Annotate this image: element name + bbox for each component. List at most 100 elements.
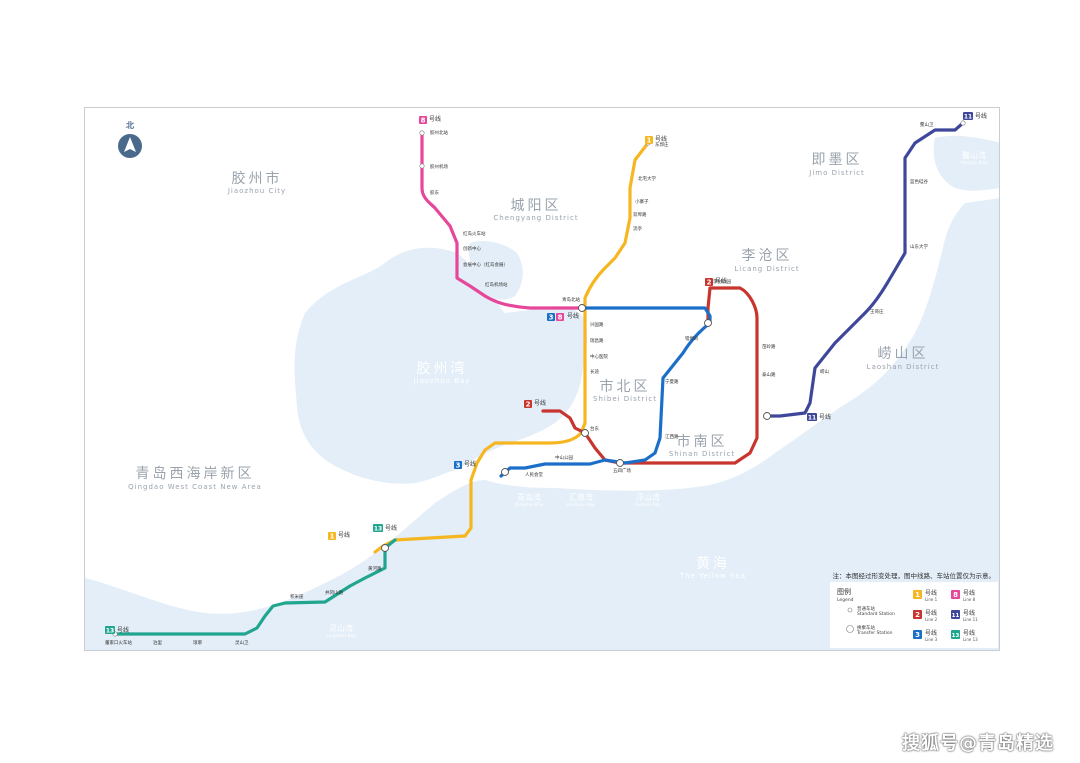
legend-line-13-swatch (951, 630, 960, 639)
jiaozhou-bay-label-en: Jiaozhou Bay (413, 377, 471, 385)
line-11-path (765, 121, 965, 418)
jiaozhou-bay-label: 胶州湾 (417, 360, 468, 377)
legend-transfer-cn: 换乘车站 (857, 624, 875, 631)
line-1-path (373, 141, 650, 554)
station-label: 北宅大学 (638, 175, 656, 182)
line-8-badge-2-num: 8 (558, 314, 563, 322)
station-label: 宁夏路 (665, 378, 679, 385)
station-label: 错埠岭 (685, 335, 699, 342)
legend-transfer-station-icon (846, 625, 854, 633)
map-note: 注：本图经过形变处理，图中线路、车站位置仅为示意。 (833, 571, 996, 580)
legend-line-11-cn: 号线 (963, 609, 975, 617)
legend-line-13-num: 13 (952, 633, 960, 639)
station-label: 董家口火车站 (105, 639, 132, 646)
line-11-badge (963, 112, 973, 120)
region-westcoast: 青岛西海岸新区 (136, 466, 255, 482)
station-label: 胶州机场 (430, 163, 448, 170)
region-jiaozhou-en: Jiaozhou City (227, 187, 286, 195)
north-arrow: 北 (118, 120, 142, 158)
station-label: 台东 (590, 425, 599, 432)
station-aoshanwei[interactable] (960, 120, 966, 126)
station-airport[interactable] (419, 163, 425, 169)
legend-line-3-cn: 号线 (925, 629, 937, 637)
transfer-station-miaoling[interactable] (763, 412, 771, 420)
station-label: 青岛北站 (562, 296, 580, 303)
metro-lines (113, 121, 965, 636)
region-laoshan: 崂山区 (878, 346, 929, 362)
legend-line-8-en: Line 8 (963, 597, 976, 602)
station-label: 创新中心 (463, 245, 481, 252)
yellow-sea-water (85, 198, 999, 650)
station-label: 崂山 (820, 368, 829, 375)
legend-line-8-cn: 号线 (963, 589, 975, 597)
line-8-badge-2 (556, 313, 564, 321)
aoshan-bay-water (933, 135, 999, 191)
station-label: 积米崖 (290, 593, 304, 600)
legend-line-11-swatch (951, 610, 960, 619)
station-label: 王哥庄 (870, 308, 884, 315)
huiquan-bay-label-en: Huiquan Bay (567, 502, 596, 508)
station-label: 双埠路 (633, 211, 647, 218)
line-11-badge-2-cn: 号线 (819, 413, 831, 421)
station-label: 泰山路 (762, 371, 776, 378)
line-8-badge-cn: 号线 (429, 115, 441, 123)
transfer-station-wusi-square[interactable] (616, 459, 624, 467)
region-shibei-en: Shibei District (593, 395, 657, 403)
line-3-badge (547, 313, 555, 321)
line-11-badge-num: 11 (964, 114, 972, 121)
line-3-badge-2 (454, 461, 462, 469)
legend-line-1-num: 1 (915, 591, 920, 599)
line-3-badge-2-num: 3 (456, 462, 461, 470)
line-13-path (113, 538, 397, 636)
legend-line-2-cn: 号线 (925, 609, 937, 617)
station-label: 中山公园 (555, 454, 573, 461)
station-label: 红岛火车站 (463, 230, 486, 237)
line-13-badge-2 (105, 626, 115, 634)
line-2-badge-cn: 号线 (715, 277, 727, 285)
legend-title-en: Legend (837, 597, 854, 603)
line-2-badge-2 (524, 400, 532, 408)
line-2-path (541, 286, 759, 465)
line-1-badge-2 (328, 532, 336, 540)
legend-line-1-swatch (913, 590, 922, 599)
station-label: 李村公园 (713, 278, 731, 285)
region-licang: 李沧区 (742, 247, 793, 264)
water-areas (85, 135, 999, 650)
transfer-station-west-coast[interactable] (381, 544, 389, 552)
jiaozhou-bay-water (294, 247, 588, 484)
transfer-station-licun[interactable] (704, 319, 712, 327)
transfer-station-qingdao[interactable] (501, 468, 509, 476)
legend-line-13-cn: 号线 (963, 629, 975, 637)
station-label: 长途 (590, 368, 599, 375)
huiquan-bay-label: 汇泉湾 (569, 492, 593, 502)
station-label: 红岛机场站 (485, 281, 508, 288)
legend-standard-cn: 普通车站 (857, 605, 875, 612)
region-jiaozhou: 胶州市 (232, 170, 283, 187)
station-label: 琅琊 (193, 639, 202, 646)
line-3-badge-num: 3 (549, 314, 554, 322)
legend-line-8-swatch (951, 590, 960, 599)
legend-line-3-swatch (913, 630, 922, 639)
line-1-badge-cn: 号线 (655, 135, 667, 143)
station-label: 苗岭路 (762, 343, 776, 350)
transfer-station-taidong[interactable] (581, 429, 589, 437)
laoshan-bay-water (943, 262, 999, 387)
legend-transfer-en: Transfer Station (856, 630, 893, 636)
station-label: 五四广场 (613, 467, 631, 474)
region-jimo-en: Jimo District (808, 169, 864, 177)
station-jiaozhou-north[interactable] (419, 130, 425, 136)
transfer-station-qingdao-north[interactable] (578, 304, 586, 312)
station-label: 鳌山卫 (920, 121, 934, 128)
line-11-badge-cn: 号线 (975, 112, 987, 120)
line-3-badge-cn: 号线 (567, 312, 579, 320)
metro-map: 胶州市 Jiaozhou City 城阳区 Chengyang District… (84, 107, 1000, 651)
line-2-badge (705, 278, 713, 286)
legend-line-11-num: 11 (952, 613, 960, 619)
line-8-badge (419, 116, 427, 124)
station-label: 中心医院 (590, 353, 608, 360)
station-label: 会展中心（红岛会展） (463, 261, 508, 268)
legend-line-2-num: 2 (915, 611, 920, 619)
legend-line-2-swatch (913, 610, 922, 619)
region-chengyang: 城阳区 (511, 198, 562, 214)
legend-line-13-en: Line 13 (963, 637, 978, 642)
